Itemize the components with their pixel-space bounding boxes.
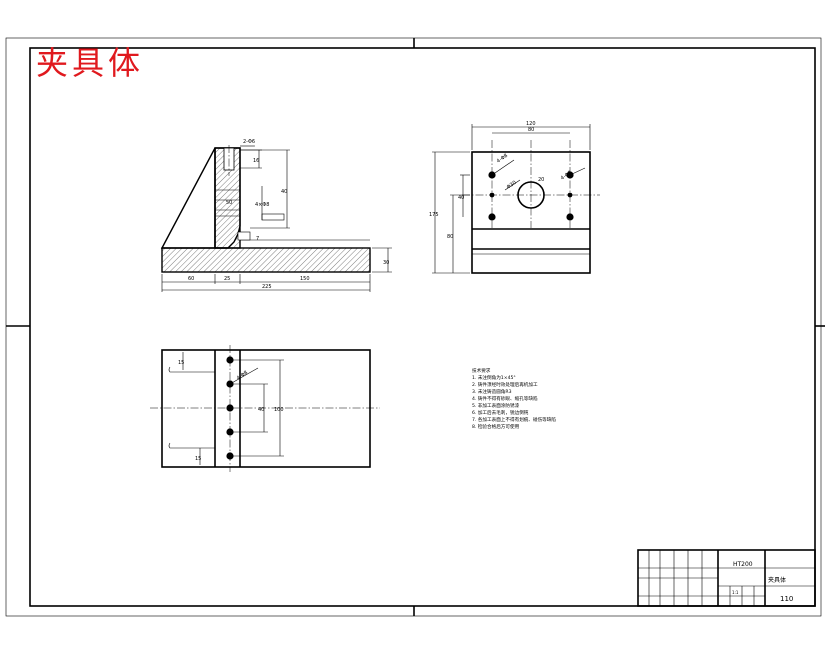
tb-scale: 1:1	[732, 590, 739, 595]
front-view: 2-Φ6 16 40 4×Φ8 50 7 30 60 25 150 225	[160, 139, 392, 292]
tech-line-2: 2. 铸件须经时效处理后再机加工	[472, 381, 538, 388]
top-hole-label: 4-Φ8	[236, 370, 249, 382]
front-dim-25: 25	[224, 276, 230, 282]
top-dim-15b: 15	[195, 456, 201, 462]
tech-line-7: 7. 各加工表面上不得有划痕、碰伤等缺陷	[472, 416, 556, 423]
side-view: 4-Φ8 Φ30 4-Φ8 20 120 80 175 80 40	[429, 121, 600, 274]
front-dim-40: 40	[281, 189, 287, 195]
tech-line-1: 1. 未注倒角为1×45°	[472, 374, 516, 381]
side-dim-80b: 80	[447, 234, 453, 240]
side-dim-175: 175	[429, 212, 439, 218]
technical-requirements: 技术要求 1. 未注倒角为1×45° 2. 铸件须经时效处理后再机加工 3. 未…	[472, 367, 556, 430]
side-hole-label: 4-Φ8	[496, 153, 509, 165]
base-plate-section	[161, 247, 371, 273]
tb-part-name: 夹具体	[768, 576, 786, 584]
front-dim-top: 2-Φ6	[243, 139, 255, 145]
top-outline	[161, 349, 371, 468]
inner-frame	[29, 47, 816, 607]
tech-line-6: 6. 加工后去毛刺，锐边倒钝	[472, 409, 529, 416]
front-dim-225: 225	[262, 284, 272, 290]
tech-line-4: 4. 铸件不得有砂眼、缩孔等缺陷	[472, 395, 538, 402]
front-dim-60: 60	[188, 276, 194, 282]
side-dim-4phi: 4-Φ8	[560, 170, 573, 182]
top-dim-15a: 15	[178, 360, 184, 366]
front-dim-50: 50	[226, 200, 232, 206]
drawing-title: 夹具体	[36, 44, 144, 82]
front-dim-150: 150	[300, 276, 310, 282]
front-dim-slot: 4×Φ8	[255, 202, 270, 208]
front-dim-16: 16	[253, 158, 259, 164]
side-outline	[471, 151, 591, 274]
side-dim-80: 80	[528, 127, 534, 133]
side-center-label: Φ30	[506, 180, 518, 191]
side-dim-40: 40	[458, 195, 464, 201]
front-dim-30: 30	[383, 260, 389, 266]
tb-material: HT200	[733, 561, 753, 568]
front-dim-7: 7	[256, 236, 259, 242]
tech-line-3: 3. 未注铸造圆角R3	[472, 388, 512, 395]
top-dim-100: 100	[274, 407, 284, 413]
centering-marks	[6, 38, 825, 616]
tech-line-5: 5. 非加工表面涂防锈漆	[472, 402, 520, 409]
tech-line-8: 8. 检验合格后方可使用	[472, 423, 520, 430]
tech-heading: 技术要求	[472, 367, 491, 374]
top-view: 15 15 40 100 4-Φ8	[150, 345, 380, 472]
top-dim-40: 40	[258, 407, 264, 413]
outer-frame	[5, 37, 822, 617]
side-dim-20: 20	[538, 177, 544, 183]
title-block: HT200 夹具体 1:1 110	[637, 549, 816, 607]
tb-weight: 110	[780, 595, 793, 603]
side-dim-120: 120	[526, 121, 536, 127]
